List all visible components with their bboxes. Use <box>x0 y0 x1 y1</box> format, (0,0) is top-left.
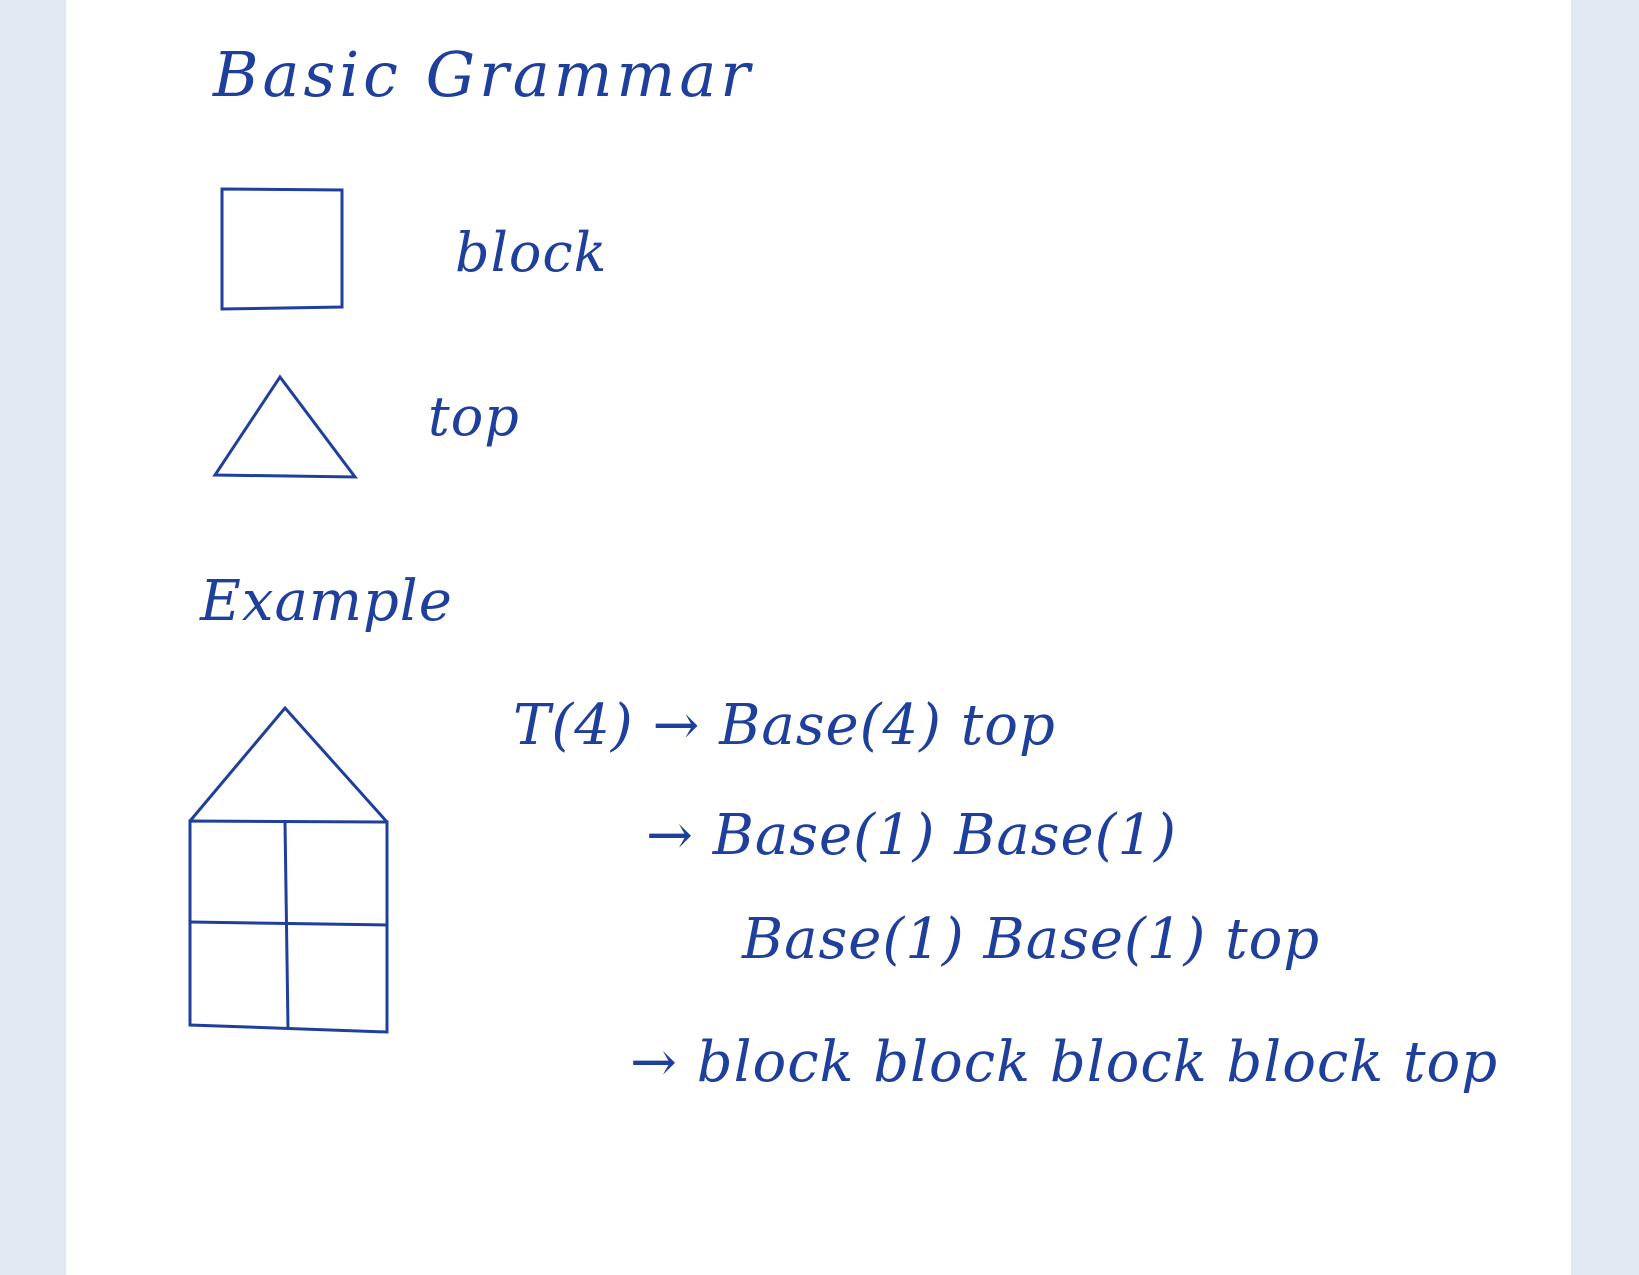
page-title: Basic Grammar <box>213 38 754 111</box>
block-label: block <box>455 221 608 284</box>
example-heading: Example <box>200 569 453 634</box>
derivation-step-3: Base(1) Base(1) top <box>742 907 1321 972</box>
derivation-step-2: → Base(1) Base(1) <box>646 803 1178 868</box>
derivation-step-1: T(4) → Base(4) top <box>513 693 1056 758</box>
derivation-step-4: → block block block block top <box>630 1030 1499 1095</box>
top-label: top <box>428 385 520 448</box>
